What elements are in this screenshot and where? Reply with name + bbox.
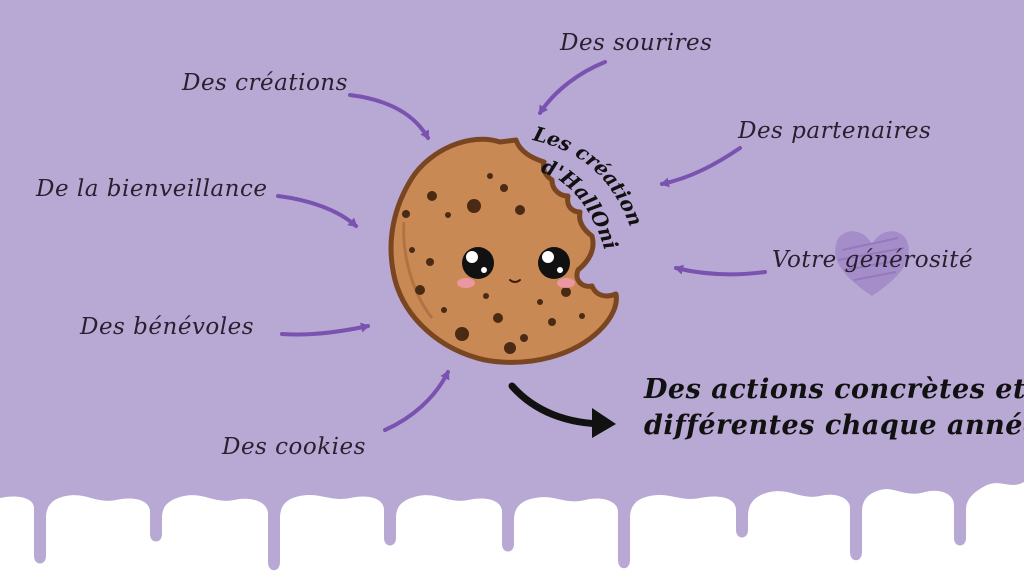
label-cookies: Des cookies bbox=[222, 434, 366, 460]
label-bienveillance: De la bienveillance bbox=[36, 176, 268, 202]
arrow-partenaires bbox=[660, 146, 742, 188]
label-benevoles: Des bénévoles bbox=[80, 314, 255, 340]
label-sourires: Des sourires bbox=[560, 30, 713, 56]
arrow-bienveillance bbox=[276, 194, 358, 228]
heart-icon bbox=[835, 231, 909, 296]
label-partenaires: Des partenaires bbox=[738, 118, 932, 144]
cookie-icon bbox=[388, 136, 619, 365]
output-arrow bbox=[508, 382, 616, 438]
result-line-2: différentes chaque année bbox=[644, 410, 1024, 441]
result-text: Des actions concrètes et différentes cha… bbox=[644, 372, 1024, 444]
arrow-benevoles bbox=[280, 322, 370, 337]
result-line-1: Des actions concrètes et bbox=[644, 374, 1024, 405]
arrow-sourires bbox=[538, 60, 607, 115]
arrow-generosite bbox=[674, 264, 767, 277]
arrow-cookies bbox=[383, 370, 450, 432]
label-generosite: Votre générosité bbox=[772, 247, 974, 273]
arrow-creations bbox=[348, 93, 430, 140]
label-creations: Des créations bbox=[182, 70, 348, 96]
cookie-face bbox=[457, 247, 575, 288]
